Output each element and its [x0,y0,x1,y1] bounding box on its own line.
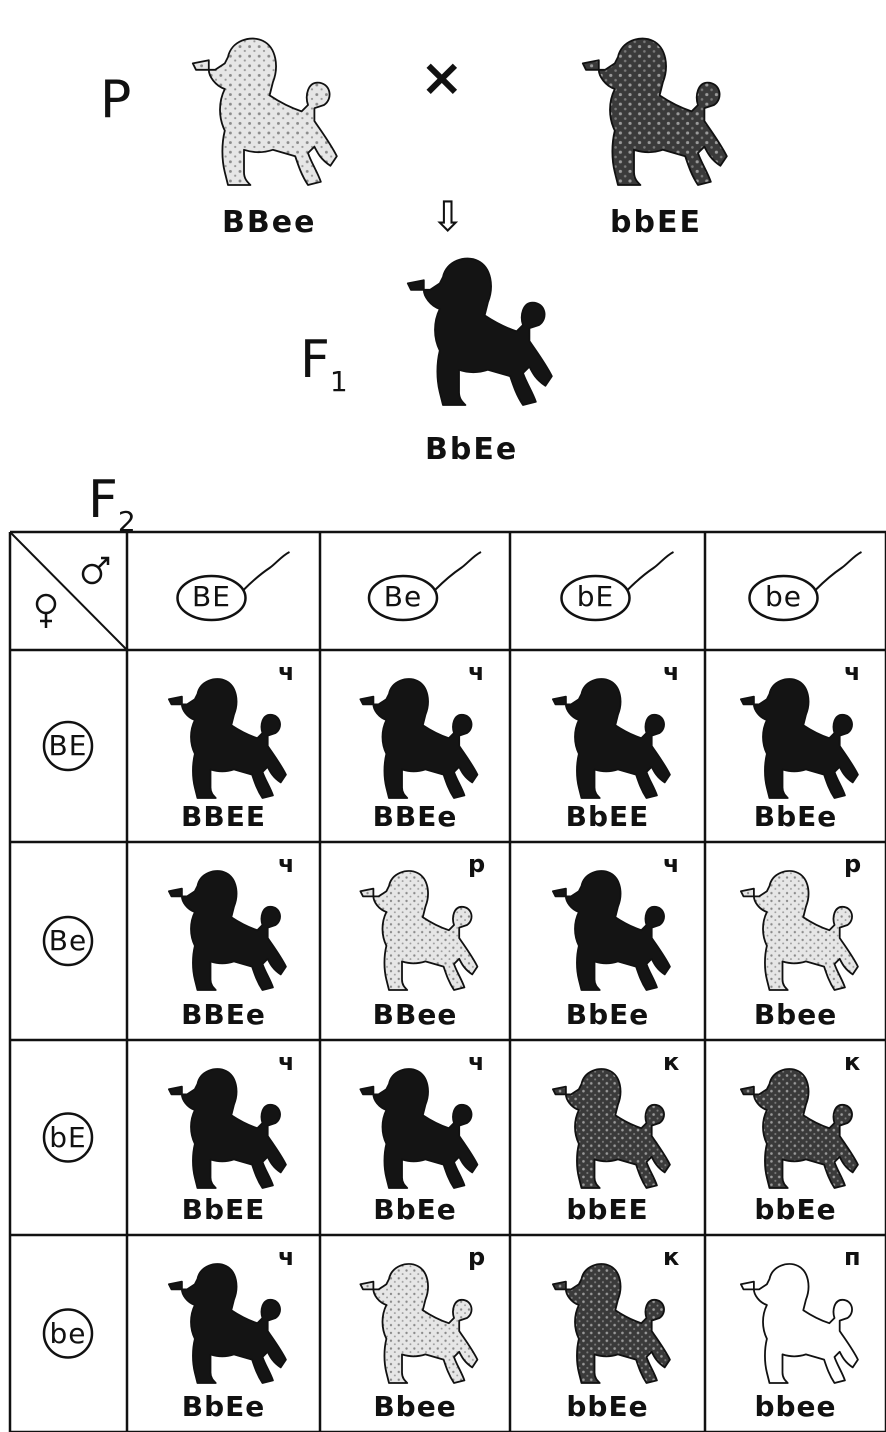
offspring-genotype: Bbee [705,998,886,1031]
offspring-poodle-icon [169,1069,286,1188]
offspring-poodle-icon [553,871,670,990]
phenotype-mark: ч [278,1243,294,1271]
offspring-poodle-icon [553,1069,670,1188]
female-gamete-label: Be [46,924,90,957]
offspring-genotype: BBee [320,998,510,1031]
phenotype-mark: ч [278,1048,294,1076]
phenotype-mark: ч [468,658,484,686]
female-gamete-label: BE [46,729,90,762]
phenotype-mark: ч [468,1048,484,1076]
offspring-genotype: bbEE [510,1193,705,1226]
offspring-genotype: BbEe [705,800,886,833]
offspring-genotype: BbEe [127,1390,320,1423]
parent-left-poodle-icon [193,39,337,185]
corner-diagonal-line [10,532,127,650]
offspring-genotype: BbEe [320,1193,510,1226]
male-gamete-label: bE [574,580,618,613]
offspring-poodle-icon [741,1069,858,1188]
offspring-genotype: BBEE [127,800,320,833]
offspring-genotype: BBEe [320,800,510,833]
phenotype-mark: п [844,1243,861,1271]
offspring-poodle-icon [169,679,286,798]
f1-poodle-icon [408,259,552,405]
phenotype-mark: р [468,1243,485,1271]
phenotype-mark: к [844,1048,860,1076]
phenotype-mark: к [663,1243,679,1271]
offspring-genotype: bbEe [510,1390,705,1423]
sperm-tail-icon [628,552,674,590]
offspring-genotype: bbEe [705,1193,886,1226]
male-gamete-label: BE [190,580,234,613]
offspring-genotype: Bbee [320,1390,510,1423]
offspring-poodle-icon [360,679,477,798]
parent-right-poodle-icon [583,39,727,185]
offspring-poodle-icon [553,679,670,798]
sperm-tail-icon [435,552,481,590]
offspring-poodle-icon [741,679,858,798]
offspring-genotype: BbEE [510,800,705,833]
offspring-poodle-icon [741,871,858,990]
offspring-poodle-icon [360,1264,477,1383]
offspring-poodle-icon [169,1264,286,1383]
offspring-poodle-icon [360,871,477,990]
phenotype-mark: р [844,850,861,878]
offspring-poodle-icon [553,1264,670,1383]
offspring-poodle-icon [360,1069,477,1188]
offspring-genotype: bbee [705,1390,886,1423]
phenotype-mark: ч [278,850,294,878]
phenotype-mark: к [663,1048,679,1076]
male-gamete-label: be [762,580,806,613]
offspring-poodle-icon [741,1264,858,1383]
phenotype-mark: ч [663,658,679,686]
offspring-genotype: BbEE [127,1193,320,1226]
offspring-genotype: BbEe [510,998,705,1031]
male-gamete-label: Be [381,580,425,613]
phenotype-mark: р [468,850,485,878]
phenotype-mark: ч [844,658,860,686]
phenotype-mark: ч [663,850,679,878]
sperm-tail-icon [816,552,862,590]
female-symbol-icon [37,595,55,628]
female-gamete-label: bE [46,1121,90,1154]
female-gamete-label: be [46,1317,90,1350]
offspring-poodle-icon [169,871,286,990]
sperm-tail-icon [244,552,290,590]
phenotype-mark: ч [278,658,294,686]
male-symbol-icon [83,558,108,583]
offspring-genotype: BBEe [127,998,320,1031]
